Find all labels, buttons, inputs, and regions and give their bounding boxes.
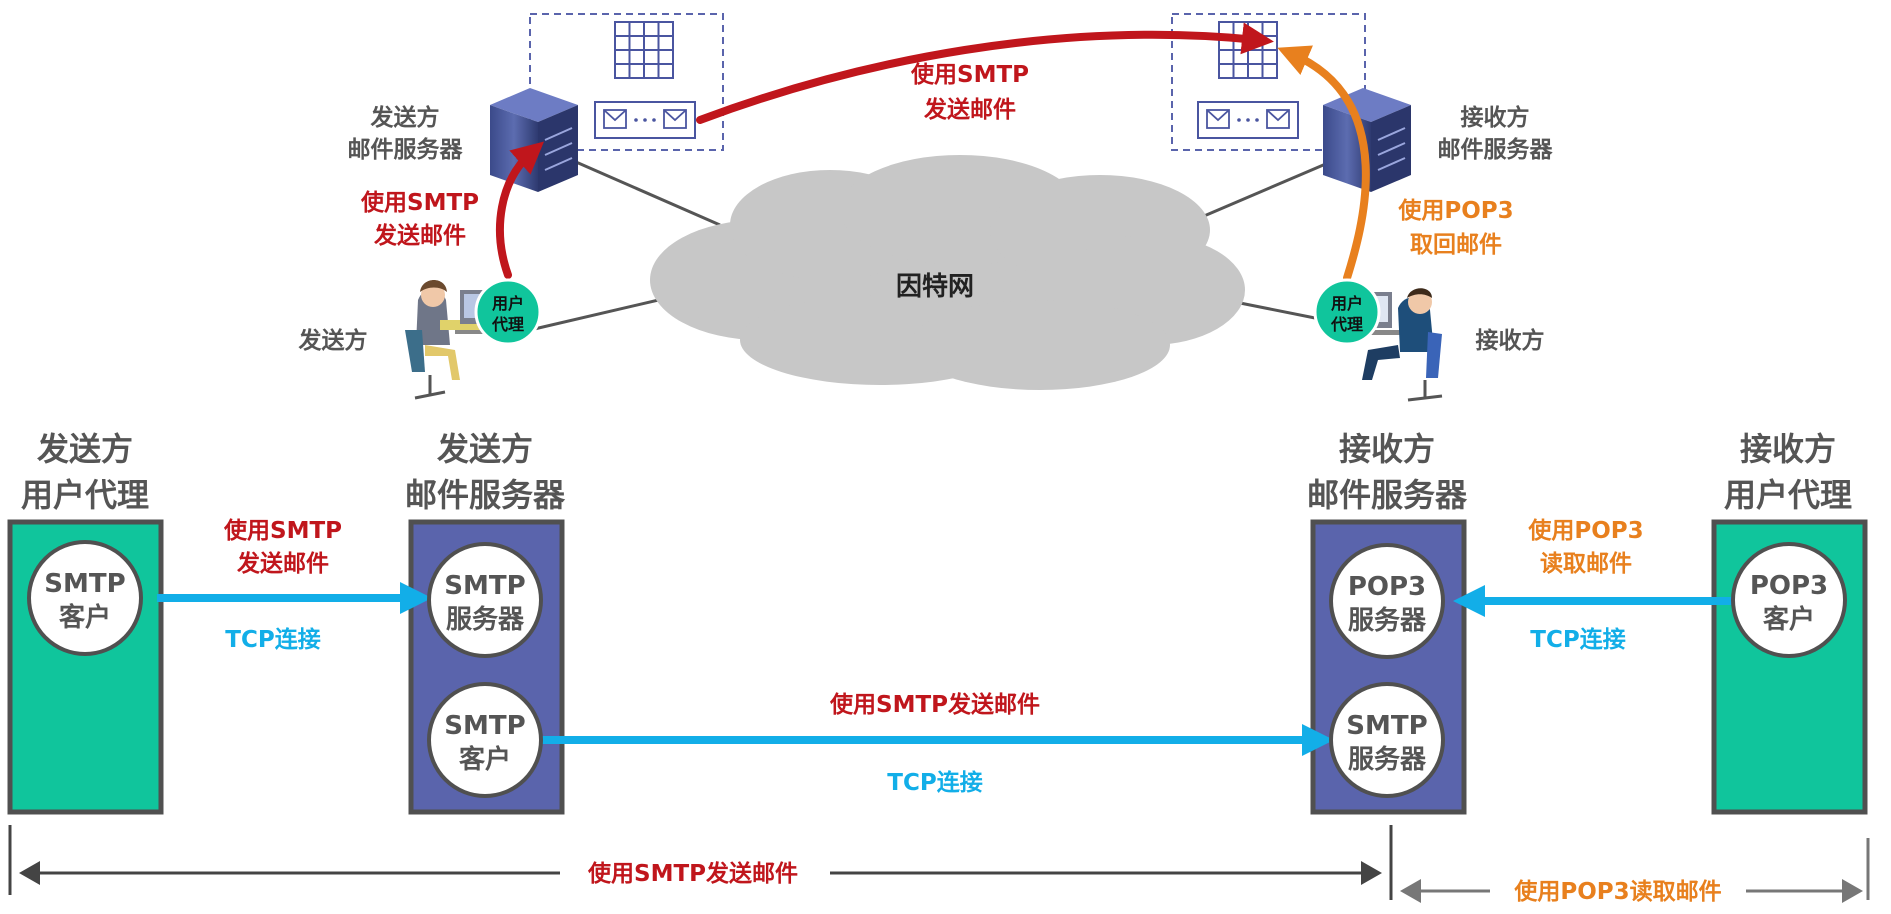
internet-cloud-icon (650, 155, 1245, 390)
link1-label-line2: 发送邮件 (236, 550, 329, 577)
smtp-server-1: SMTP 服务器 (427, 542, 543, 658)
sender-server-label-line2: 邮件服务器 (348, 137, 464, 163)
smtp-server-1-line1: SMTP (444, 571, 525, 601)
internet-label: 因特网 (896, 271, 974, 302)
receiver-server-label-line2: 邮件服务器 (1438, 137, 1554, 163)
smtp-server-2-line2: 服务器 (1348, 745, 1427, 775)
smtp-server-2: SMTP 服务器 (1329, 682, 1445, 798)
sender-label: 发送方 (298, 327, 368, 354)
receiver-label: 接收方 (1476, 327, 1545, 354)
link3-label-line2: 读取邮件 (1540, 551, 1632, 577)
receiver-badge-line1: 用户 (1331, 294, 1363, 313)
smtp-send-top-line2: 发送邮件 (923, 96, 1016, 123)
pop3-server-line1: POP3 (1348, 572, 1426, 602)
sender-badge-line2: 代理 (491, 315, 524, 334)
link-sender-internet (529, 293, 681, 332)
link3-label-line1: 使用POP3 (1527, 518, 1643, 544)
col3-title-line1: 接收方 (1339, 430, 1435, 468)
receiver-user-agent-badge: 用户 代理 (1313, 278, 1381, 346)
smtp-send-left-line1: 使用SMTP (360, 190, 479, 216)
smtp-client-1-line2: 客户 (59, 602, 111, 633)
pop3-server-line2: 服务器 (1348, 606, 1427, 636)
pop3-server: POP3 服务器 (1329, 543, 1445, 659)
col1-title-line1: 发送方 (37, 430, 133, 468)
smtp-server-2-line1: SMTP (1346, 711, 1427, 741)
smtp-server-1-line2: 服务器 (446, 605, 525, 635)
sender-user-agent-badge: 用户 代理 (474, 278, 542, 346)
span-smtp-label: 使用SMTP发送邮件 (587, 860, 798, 887)
smtp-send-arrow-top (696, 22, 1274, 124)
pop3-fetch-line1: 使用POP3 (1397, 198, 1513, 224)
link2-label: 使用SMTP发送邮件 (829, 691, 1040, 718)
mail-grid-icon (614, 21, 674, 79)
pop3-client-line1: POP3 (1750, 571, 1828, 601)
link2-tcp-label: TCP连接 (887, 769, 982, 796)
sender-server-icon (490, 88, 578, 192)
pop3-client: POP3 客户 (1731, 542, 1847, 658)
col4-title-line2: 用户代理 (1724, 476, 1852, 514)
link1-label-line1: 使用SMTP (223, 518, 342, 544)
col4-title-line1: 接收方 (1740, 430, 1836, 468)
link1-tcp-label: TCP连接 (225, 626, 320, 653)
mail-grid-icon (1218, 21, 1278, 79)
smtp-send-left-line2: 发送邮件 (373, 222, 466, 249)
smtp-client-2-line1: SMTP (444, 711, 525, 741)
col3-title-line2: 邮件服务器 (1307, 476, 1468, 514)
receiver-server-label-line1: 接收方 (1461, 104, 1530, 131)
pop3-fetch-line2: 取回邮件 (1410, 232, 1502, 258)
mail-queue-icon (1197, 101, 1299, 139)
link-sender-server-internet (559, 153, 721, 227)
col2-title-line1: 发送方 (437, 430, 533, 468)
smtp-send-top-line1: 使用SMTP (910, 62, 1029, 88)
link-receiver-server-internet (1189, 158, 1336, 224)
smtp-client-1: SMTP 客户 (27, 540, 143, 656)
sender-badge-line1: 用户 (492, 294, 524, 313)
smtp-send-arrow-left (496, 141, 545, 279)
sender-mailbox (529, 13, 724, 151)
span-pop3-label: 使用POP3读取邮件 (1513, 879, 1721, 905)
smtp-client-2-line2: 客户 (459, 744, 511, 775)
pop3-fetch-arrow (1277, 45, 1370, 282)
smtp-client-2: SMTP 客户 (427, 682, 543, 798)
sender-server-label-line1: 发送方 (370, 104, 440, 131)
pop3-client-line2: 客户 (1763, 604, 1815, 635)
col2-title-line2: 邮件服务器 (405, 476, 566, 514)
mail-queue-icon (594, 101, 696, 139)
receiver-badge-line2: 代理 (1330, 315, 1363, 334)
link3-tcp-label: TCP连接 (1530, 626, 1625, 653)
col1-title-line2: 用户代理 (21, 476, 149, 514)
smtp-client-1-line1: SMTP (44, 569, 125, 599)
